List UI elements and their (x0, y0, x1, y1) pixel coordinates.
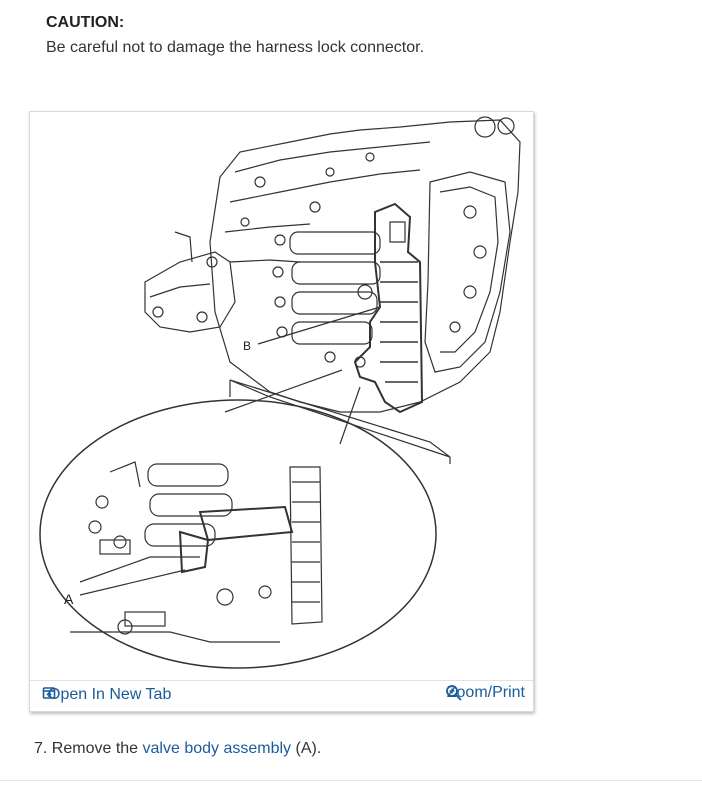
zoom-print-link[interactable]: Zoom/Print (445, 684, 525, 702)
magnified-detail-circle (39, 399, 437, 669)
housing-outline (209, 119, 521, 413)
figure-toolbar: Open In New Tab Zoom/Print (30, 680, 533, 711)
bottom-divider (0, 780, 702, 781)
wiring-harness (353, 202, 424, 414)
zoom-print-label: Zoom/Print (446, 684, 525, 701)
valve-body-assembly-link[interactable]: valve body assembly (142, 740, 292, 757)
step-number: 7. (34, 740, 48, 757)
step-7: 7. Remove the valve body assembly (A). (34, 740, 321, 758)
transmission-illustration: B A (39, 116, 521, 669)
callout-a: A (64, 591, 74, 607)
step-text-before: Remove the (51, 740, 139, 757)
open-in-new-tab-label: Open In New Tab (48, 686, 172, 703)
figure-container: B A Open In New Tab Zoom/Print (29, 111, 534, 712)
callout-b: B (243, 339, 251, 353)
magnified-content (70, 461, 323, 643)
caution-text: Be careful not to damage the harness loc… (46, 39, 425, 56)
open-in-new-tab-link[interactable]: Open In New Tab (42, 686, 171, 704)
step-text-after: (A). (295, 740, 322, 757)
mount-bracket (144, 251, 236, 333)
caution-title: CAUTION: (46, 14, 125, 31)
